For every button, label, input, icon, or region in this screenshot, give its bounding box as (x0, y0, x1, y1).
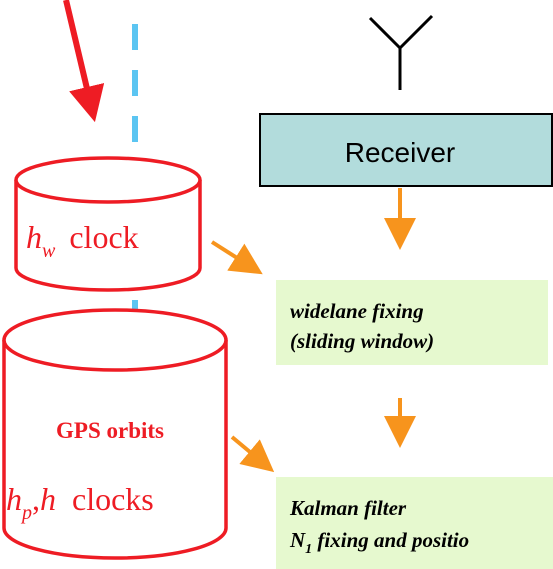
hw-symbol: h (26, 219, 42, 255)
hw-subscript: w (42, 240, 56, 262)
antenna-icon (368, 14, 434, 90)
kalman-n-symbol: N (289, 528, 306, 552)
receiver-label: Receiver (345, 137, 455, 168)
hp-symbol: h (6, 481, 22, 517)
kalman-filter-step: Kalman filter N1 fixing and positio (276, 477, 553, 569)
hp-subscript: p (20, 502, 32, 524)
incoming-arrow (63, 0, 105, 123)
kalman-n-subscript: 1 (305, 542, 312, 557)
receiver-box: Receiver (259, 113, 553, 187)
kalman-filter-line1: Kalman filter (289, 496, 407, 520)
gps-orbits-database (2, 308, 228, 560)
clocks-word: clocks (72, 481, 154, 517)
kalman-filter-line2: N1 fixing and positio (289, 528, 469, 557)
arrow-db-to-widelane (210, 240, 263, 275)
widelane-fixing-line1: widelane fixing (290, 299, 424, 323)
widelane-fixing-step: widelane fixing (sliding window) (276, 280, 548, 365)
gps-orbits-title: GPS orbits (56, 418, 164, 443)
widelane-clock-database (14, 156, 202, 292)
h-symbol: h (40, 481, 56, 517)
comma-separator: , (32, 481, 40, 517)
hw-clock-word: clock (69, 219, 138, 255)
arrow-db-to-kalman (230, 435, 275, 473)
kalman-line2-rest: fixing and positio (312, 528, 469, 552)
widelane-fixing-line2: (sliding window) (290, 329, 434, 353)
